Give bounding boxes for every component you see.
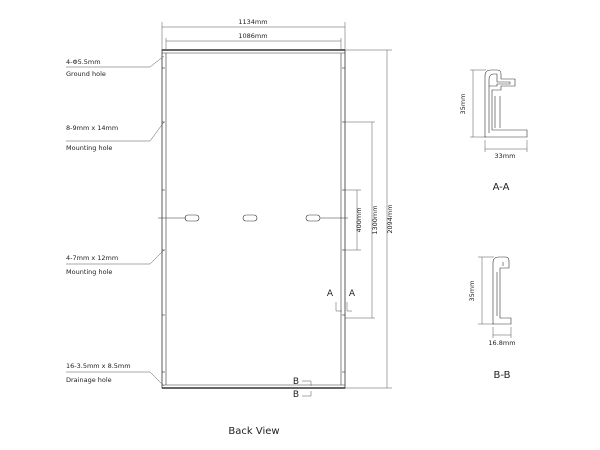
section-bb-profile: 35mm 16.8mm [468,256,516,347]
mounting-hole-large-leader [66,121,165,142]
junction-box-cables [158,214,348,222]
section-marker-a: A A [327,289,356,312]
drainage-hole-leader [66,371,165,387]
dimension-overall-width: 1134mm [161,18,346,50]
mounting-hole-small-spec: 4-7mm x 12mm [66,254,118,262]
section-aa-height-label: 35mm [459,94,467,115]
section-bb-title: B-B [494,370,511,381]
section-bb-width-label: 16.8mm [488,339,515,347]
callout-drainage-hole: 16-3.5mm x 8.5mm Drainage hole [66,362,165,387]
section-aa-shape-outer [484,69,528,138]
dimension-frame-width: 1086mm [165,32,342,50]
ground-hole-name: Ground hole [66,70,106,78]
section-bb-shape-outer [492,256,512,325]
section-a-left-arrow [335,302,342,312]
mounting-span-short-label: 400mm [355,207,363,232]
section-aa-title: A-A [493,182,510,193]
section-a-left-letter: A [327,289,334,299]
section-b-top-letter: B [293,377,299,387]
left-edge-holes [162,67,165,373]
mounting-hole-large-spec: 8-9mm x 14mm [66,124,118,132]
view-title: Back View [228,426,279,437]
section-b-top-arrow [302,380,312,386]
ground-hole-leader [66,55,165,68]
overall-length-label: 2094mm [386,204,394,233]
callout-mounting-hole-small: 4-7mm x 12mm Mounting hole [66,249,165,276]
section-marker-b: B B [293,377,312,400]
callout-ground-hole: 4-Φ5.5mm Ground hole [66,55,165,78]
mounting-hole-small-leader [66,249,165,265]
right-edge-holes [342,67,345,373]
section-b-bottom-letter: B [293,390,299,400]
section-b-bottom-arrow [302,391,312,397]
panel-back-view [158,49,348,389]
frame-width-label: 1086mm [238,32,267,40]
mounting-hole-large-name: Mounting hole [66,144,112,152]
drainage-hole-spec: 16-3.5mm x 8.5mm [66,362,131,370]
section-aa-shape-inner [488,73,511,133]
section-a-right-arrow [346,302,352,312]
drainage-hole-name: Drainage hole [66,376,112,384]
overall-width-label: 1134mm [238,18,267,26]
section-aa-width-label: 33mm [495,152,516,160]
dimension-overall-length: 2094mm [345,49,394,389]
panel-frame-outline [161,49,346,389]
section-a-right-letter: A [349,289,356,299]
mounting-hole-small-name: Mounting hole [66,268,112,276]
section-aa-profile: 35mm 33mm [459,69,528,160]
dimension-mounting-span-long: 1300mm [345,121,379,319]
mounting-span-long-label: 1300mm [371,205,379,234]
dimension-mounting-span-short: 400mm [345,189,363,251]
ground-hole-spec: 4-Φ5.5mm [66,58,101,66]
callout-mounting-hole-large: 8-9mm x 14mm Mounting hole [66,121,165,152]
section-bb-height-label: 35mm [468,281,476,302]
